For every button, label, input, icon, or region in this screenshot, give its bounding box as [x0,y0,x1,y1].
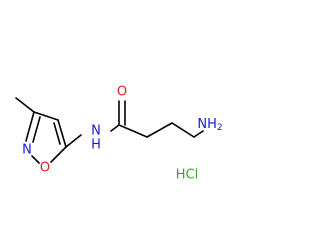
amine-nh-text: NH [197,117,217,132]
bond-chain-3 [171,122,195,138]
bond-o1-c5 [50,146,67,163]
bond-c5-c4 [57,119,67,148]
amide-hydrogen-label: H [91,138,101,153]
bond-c5-namide [65,134,82,148]
carbonyl-oxygen-label: O [117,85,127,100]
bond-chain-nh2 [193,130,204,138]
bond-namide-ccarbonyl [110,124,120,132]
amide-nitrogen-label: N [91,124,101,139]
ring-nitrogen-label: N [22,143,32,158]
bond-chain-2 [146,122,173,138]
bond-c3-n2 [25,111,35,142]
amine-group-label: NH2 [197,117,222,134]
bond-c3-n2-double [32,116,41,143]
hydrochloride-salt-label: HCl [176,168,198,183]
bond-n2-o1 [31,155,40,164]
chemical-structure-diagram: N O N H O NH2 HCl [15,85,223,183]
amine-subscript: 2 [217,123,223,133]
bond-c5-c4-double [53,122,61,145]
bond-methyl-c3 [15,97,35,113]
ring-oxygen-label: O [40,161,50,176]
bond-chain-1 [118,124,148,138]
bond-c4-c3 [33,111,59,121]
